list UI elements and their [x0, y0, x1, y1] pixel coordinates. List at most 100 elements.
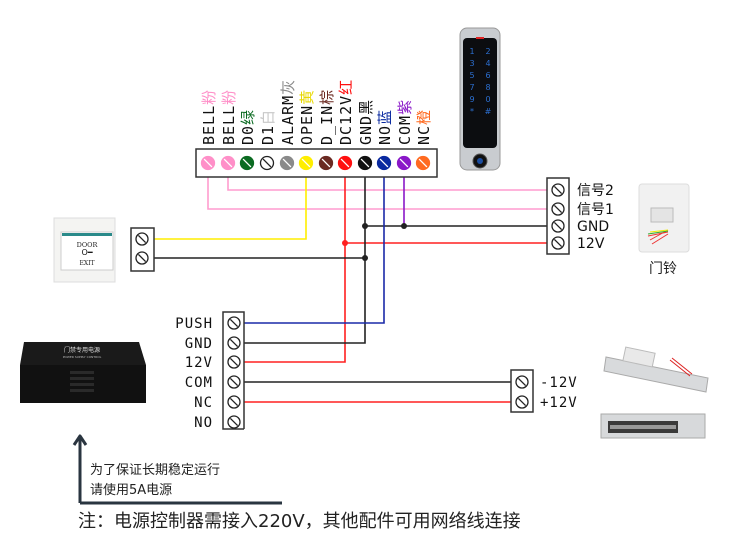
- keypad-key: 1: [469, 47, 474, 56]
- controller-terminal: BELL粉: [200, 90, 218, 171]
- terminal-label: BELL粉: [220, 90, 238, 145]
- controller-terminal: OPEN黄: [298, 90, 316, 171]
- terminal-label: ALARM灰: [279, 80, 297, 145]
- screw-icon: [200, 155, 216, 171]
- junction-dot: [362, 255, 368, 261]
- terminal-name: GND: [357, 115, 375, 145]
- screw-icon: [551, 219, 565, 233]
- keypad-led: [476, 37, 484, 39]
- terminal-label: BELL粉: [200, 90, 218, 145]
- terminal-strip-frame: [195, 148, 438, 178]
- screw-icon: [551, 183, 565, 197]
- screw-icon: [220, 155, 236, 171]
- controller-terminal: BELL粉: [220, 90, 238, 171]
- screw-icon: [551, 236, 565, 250]
- terminal-name: NC: [415, 125, 433, 145]
- controller-terminal: NC橙: [415, 110, 433, 171]
- power-note-arrow: [72, 434, 282, 505]
- terminal-color-word: 粉: [220, 90, 238, 105]
- controller-terminal: COM紫: [396, 100, 414, 171]
- screw-icon: [298, 155, 314, 171]
- doorbell-terminal-label: 12V: [577, 236, 605, 252]
- screw-icon: [227, 355, 241, 369]
- terminal-color-word: 橙: [415, 110, 433, 125]
- terminal-name: D1: [259, 125, 277, 145]
- terminal-color-word: 蓝: [376, 110, 394, 125]
- doorbell-device: 门铃: [638, 183, 690, 277]
- psu-title: 门禁专用电源: [64, 346, 100, 354]
- wire-dc12v: [243, 176, 346, 363]
- wire-open: [153, 176, 307, 240]
- psu-terminal-label: COM: [185, 375, 213, 391]
- advice-line-2: 请使用5A电源: [90, 482, 172, 498]
- wire-bell-1: [207, 176, 549, 210]
- doorbell-label: 门铃: [649, 261, 677, 277]
- magnetic-lock: [600, 413, 706, 439]
- doorbell-yellow-wire: [649, 229, 669, 233]
- doorbell-terminal-label: 信号1: [577, 202, 614, 218]
- lock-terminal-label: +12V: [540, 395, 578, 411]
- bolt-lock-housing: [622, 346, 656, 368]
- screw-icon: [259, 155, 275, 171]
- terminal-color-word: 粉: [200, 90, 218, 105]
- screw-icon: [396, 155, 412, 171]
- terminal-color-word: 灰: [279, 80, 297, 95]
- bolt-lock-body: [603, 356, 709, 393]
- psu-subtitle: POWER SUPPLY CONTROL: [63, 355, 102, 359]
- psu-terminal-label: 12V: [185, 355, 213, 371]
- keypad-panel: [463, 38, 497, 148]
- terminal-color-word: 黄: [298, 90, 316, 105]
- controller-terminal: NO蓝: [376, 110, 394, 171]
- keypad-key: 6: [485, 71, 490, 80]
- terminal-name: DC12V: [337, 95, 355, 145]
- footer-note: 注：电源控制器需接入220V，其他配件可用网络线连接: [78, 511, 521, 532]
- door-text: DOOR: [77, 241, 99, 249]
- junction-dot: [401, 223, 407, 229]
- terminal-name: COM: [396, 115, 414, 145]
- terminal-color-word: 紫: [396, 100, 414, 115]
- doorbell-terminal-label: 信号2: [577, 183, 614, 199]
- screw-icon: [227, 395, 241, 409]
- power-supply-device: 门禁专用电源 POWER SUPPLY CONTROL: [20, 342, 146, 403]
- screw-icon: [227, 316, 241, 330]
- wire-no-push: [243, 176, 385, 324]
- exit-button-device: DOOR O━ EXIT: [53, 217, 116, 283]
- lock-terminal-label: -12V: [540, 375, 578, 391]
- screw-icon: [227, 336, 241, 350]
- terminal-label: COM紫: [396, 100, 414, 145]
- terminal-frame: [546, 177, 570, 255]
- terminal-color-word: 棕: [318, 90, 336, 105]
- screw-icon: [515, 395, 529, 409]
- screw-icon: [135, 251, 149, 265]
- wires: [153, 176, 549, 403]
- keypad-key: 0: [485, 95, 490, 104]
- keypad-key: 2: [485, 47, 490, 56]
- screw-icon: [515, 375, 529, 389]
- keypad-key: #: [485, 107, 492, 116]
- psu-terminal-label: GND: [185, 336, 213, 352]
- screw-icon: [318, 155, 334, 171]
- terminal-color-word: 红: [337, 80, 355, 95]
- exit-button-terminal-block: [130, 227, 155, 272]
- electric-bolt-lock: [603, 346, 709, 393]
- wire-bell-2: [227, 176, 549, 191]
- keypad-key: *: [470, 107, 474, 116]
- terminal-label: DC12V红: [337, 80, 355, 145]
- controller-terminal: DC12V红: [337, 80, 355, 171]
- exit-button-stripe: [62, 233, 112, 236]
- psu-terminal-label: NC: [194, 395, 213, 411]
- controller-terminal: D1白: [259, 110, 277, 171]
- psu-terminal-label: PUSH: [175, 316, 213, 332]
- keypad-key: 9: [469, 95, 474, 104]
- screw-icon: [415, 155, 431, 171]
- terminal-name: D0: [239, 125, 257, 145]
- terminal-color-word: 黑: [357, 100, 375, 115]
- screw-icon: [227, 415, 241, 429]
- terminal-label: D0绿: [239, 110, 257, 145]
